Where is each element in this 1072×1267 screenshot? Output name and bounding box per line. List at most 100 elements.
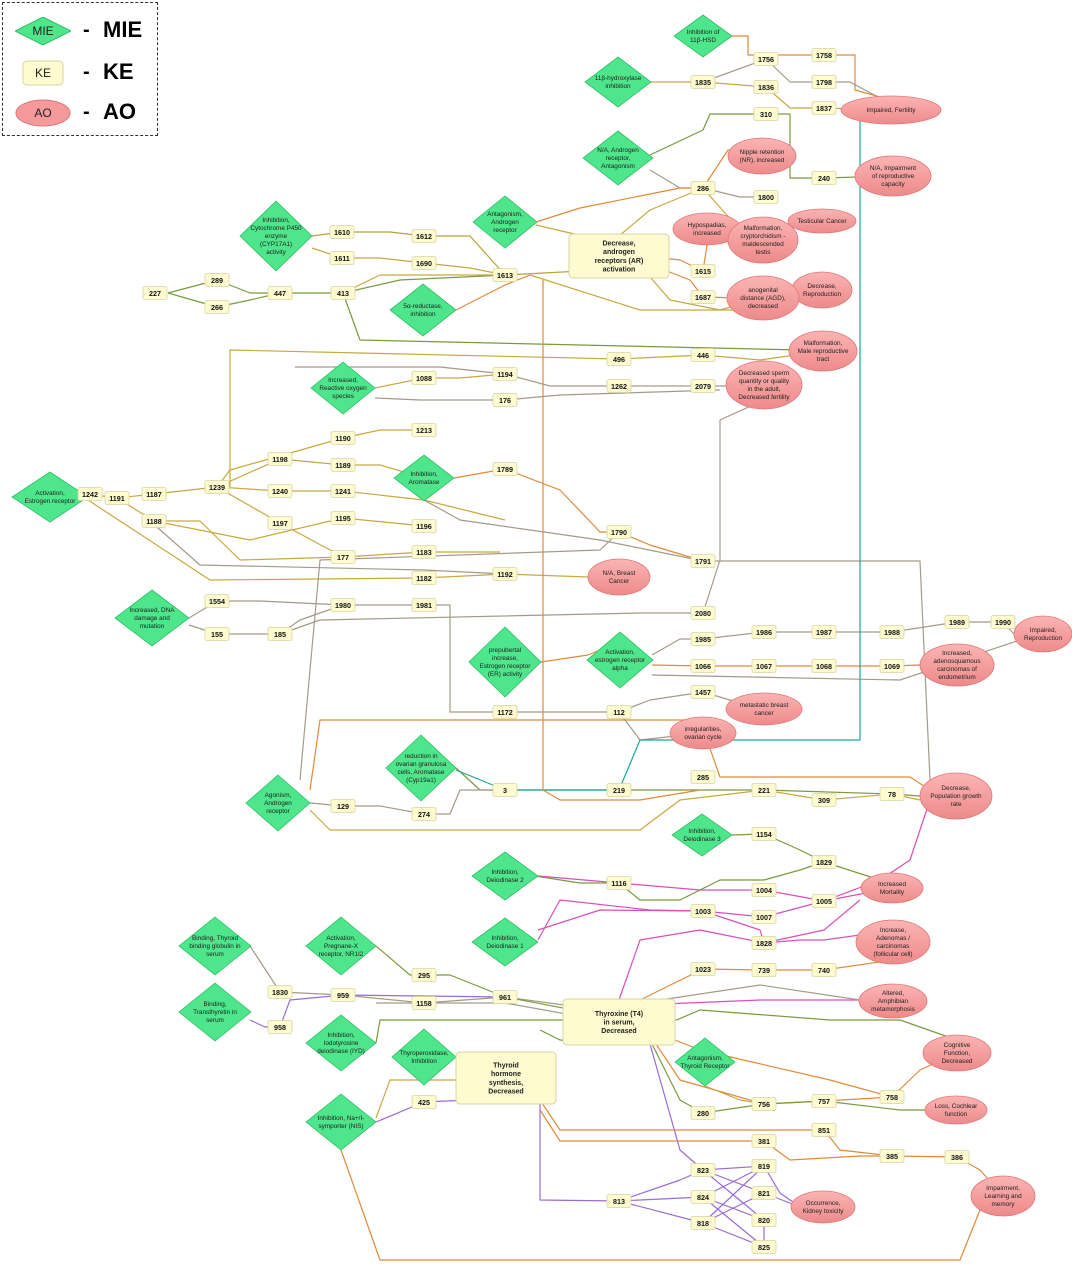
ke-label: 3 <box>503 786 507 795</box>
ke-node: 381 <box>751 1134 777 1148</box>
node-label-line: of reproductive <box>872 173 915 180</box>
ke-label: 1610 <box>334 228 350 237</box>
ke-label: 961 <box>499 993 511 1002</box>
ke-node: 1183 <box>411 545 437 559</box>
ke-node: 1612 <box>411 229 437 243</box>
ke-node: 1188 <box>141 514 167 528</box>
ke-label: 820 <box>758 1216 770 1225</box>
ke-label: 1987 <box>816 628 832 637</box>
node-label-line: Kidney toxicity <box>803 1208 845 1215</box>
ke-label: 1262 <box>611 382 627 391</box>
node-label-line: Inhibition of <box>687 29 720 36</box>
node-label-line: maldescended <box>742 241 784 248</box>
ke-label: 1007 <box>756 913 772 922</box>
node-label-line: Nipple retention <box>740 149 785 156</box>
ke-label: 819 <box>758 1162 770 1171</box>
relationship-edge <box>375 945 601 1016</box>
node-label-line: estrogen receptor <box>595 657 646 664</box>
node-label-line: (NR), increased <box>740 157 785 164</box>
node-label-line: Cancer <box>609 578 630 585</box>
ke-node: 385 <box>879 1149 905 1163</box>
ke-label: 1615 <box>695 267 711 276</box>
ke-node: 227 <box>142 286 168 300</box>
relationship-edge <box>537 799 931 941</box>
node-label-line: endometrium <box>938 674 975 681</box>
ke-node: 1988 <box>879 625 905 639</box>
node-label-line: increased <box>693 230 721 237</box>
node-label-line: Reactive oxygen <box>319 385 367 392</box>
ke-label: 1800 <box>758 193 774 202</box>
node-label-line: quantity or quality <box>739 378 790 385</box>
node-label-line: damage and <box>134 615 170 622</box>
ke-node: 1196 <box>411 519 437 533</box>
node-label-line: Increased, DNA <box>129 607 175 614</box>
ke-node: 1789 <box>492 462 518 476</box>
node-label-line: species <box>332 393 354 400</box>
ke-label: 813 <box>613 1197 625 1206</box>
ke-node: 1003 <box>690 904 716 918</box>
ao-node: Nipple retention(NR), increased <box>727 137 797 175</box>
node-label-line: Mortality <box>880 889 905 896</box>
ke-node: 1213 <box>411 423 437 437</box>
node-label-line: Reproduction <box>1024 635 1062 642</box>
ke-node: 1829 <box>811 855 837 869</box>
ke-label: 1687 <box>695 293 711 302</box>
relationship-edge <box>455 274 531 311</box>
ke-label: 185 <box>274 630 286 639</box>
node-label-line: function <box>945 1111 968 1118</box>
ke-label: 1067 <box>756 662 772 671</box>
node-label-line: Occurrence, <box>806 1200 841 1207</box>
ke-node: 1798 <box>811 75 837 89</box>
node-label-line: Deiodinase 3 <box>683 836 721 843</box>
relationship-edge <box>153 517 425 541</box>
node-label-line: Decreased <box>601 1028 636 1035</box>
ke-node: 78 <box>879 787 905 801</box>
node-label-line: activation <box>603 266 636 273</box>
ke-node: 310 <box>753 107 779 121</box>
ke-label: 1988 <box>884 628 900 637</box>
ke-label: 112 <box>613 708 625 717</box>
node-label-line: Cytochrome P450 <box>250 225 302 232</box>
legend-dash: - <box>83 61 90 83</box>
ke-node: 1007 <box>751 910 777 924</box>
ke-node: 1990 <box>990 615 1016 629</box>
relationship-edge <box>537 899 861 944</box>
ke-node: 1611 <box>329 251 355 265</box>
ke-node: 1836 <box>753 80 779 94</box>
ke-label: 385 <box>886 1152 898 1161</box>
legend: MIE - MIE KE - KE AO - AO <box>2 2 158 136</box>
relationship-edge <box>216 486 506 521</box>
ke-label: 1457 <box>695 688 711 697</box>
mie-node: Inhibition,Deiodinase 3 <box>671 813 733 857</box>
relationship-edge <box>731 833 881 881</box>
ke-label: 227 <box>149 289 161 298</box>
node-label-line: synthesis, <box>489 1080 523 1087</box>
ke-node: 756 <box>751 1097 777 1111</box>
relationship-edge <box>249 994 506 1028</box>
ke-node: 1182 <box>411 571 437 585</box>
node-label-line: receptor <box>266 808 290 815</box>
ke-node: 1068 <box>811 659 837 673</box>
relationship-edge <box>299 531 620 781</box>
mie-node: Inhibition, Na+/I-symporter (NIS) <box>305 1093 377 1151</box>
ke-label: 1756 <box>758 55 774 64</box>
node-label-line: Binding, Thyroid <box>192 935 239 942</box>
ke-label: 958 <box>274 1023 286 1032</box>
ke-label: 1196 <box>416 522 432 531</box>
node-label-line: distance (AGD), <box>740 295 786 302</box>
ke-node: 1613 <box>492 268 518 282</box>
legend-ke-shape-text: KE <box>34 66 51 80</box>
ao-node: Malformation,cryptorchidism -maldescende… <box>727 216 799 264</box>
ke-label: 155 <box>211 630 223 639</box>
node-label-line: Increased, <box>328 377 358 384</box>
ke-node: 3 <box>492 783 518 797</box>
ke-label: 413 <box>337 289 349 298</box>
ke-label: 824 <box>697 1193 709 1202</box>
ke-node: 129 <box>330 799 356 813</box>
node-label-line: ovarian cycle <box>684 734 722 741</box>
mie-node: 5α-reductase,inhibition <box>389 283 457 337</box>
ke-node: 496 <box>606 352 632 366</box>
